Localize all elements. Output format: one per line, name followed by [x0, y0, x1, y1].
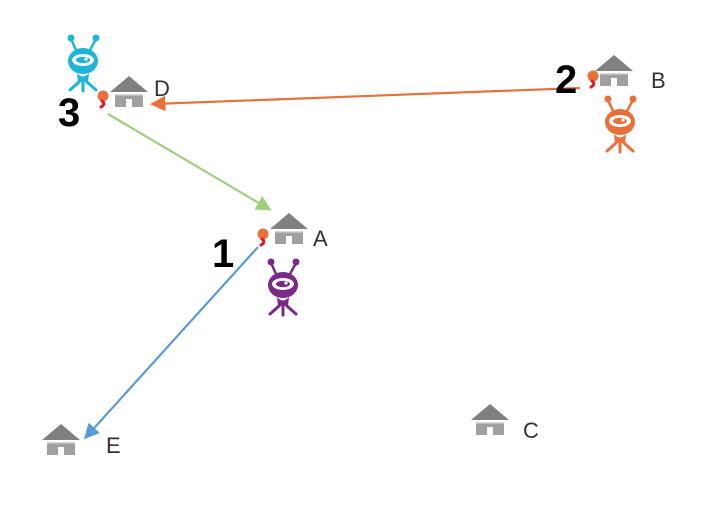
house-icon — [270, 213, 308, 244]
house-b-label: B — [651, 68, 666, 93]
ant-robot-icon — [603, 94, 638, 154]
house-d-label: D — [154, 76, 170, 101]
house-d: D — [110, 76, 170, 107]
step-number-1: 1 — [212, 232, 234, 276]
step-number-3: 3 — [58, 91, 80, 135]
arrow-d-to-a — [107, 113, 272, 211]
house-icon — [471, 404, 509, 435]
marker-b — [586, 69, 600, 89]
house-c: C — [471, 404, 539, 443]
house-b: B — [595, 55, 666, 93]
house-e-label: E — [106, 433, 121, 458]
house-a: A — [270, 213, 328, 251]
arrow-a-to-e — [83, 246, 259, 440]
house-icon — [595, 55, 633, 86]
route-arrows — [83, 86, 581, 440]
step-number-2: 2 — [555, 58, 577, 102]
house-c-label: C — [523, 418, 539, 443]
ant-robot-icon — [66, 33, 101, 93]
house-icon — [110, 76, 148, 107]
house-icon — [42, 424, 80, 455]
marker-d — [96, 89, 110, 109]
arrow-b-to-d — [149, 86, 581, 112]
house-a-label: A — [313, 226, 328, 251]
ant-robot-icon — [266, 257, 301, 317]
marker-a — [256, 227, 270, 247]
house-e: E — [42, 424, 121, 458]
